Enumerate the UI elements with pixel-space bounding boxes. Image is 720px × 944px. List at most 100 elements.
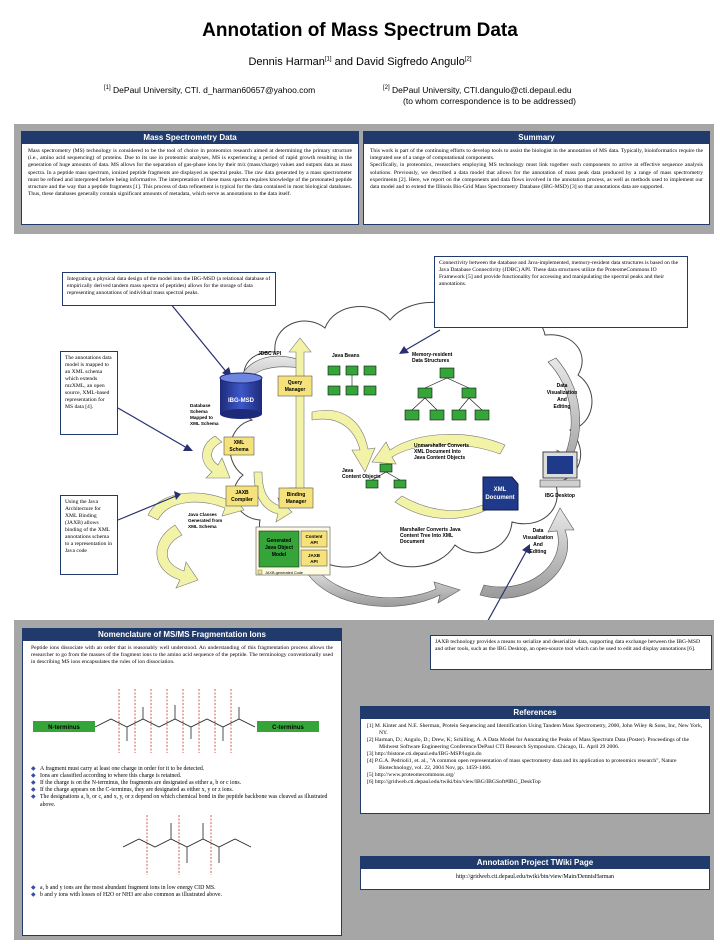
panel-text: Mass spectrometry (MS) technology is con… <box>28 148 352 198</box>
svg-text:IBG Desktop: IBG Desktop <box>545 493 575 499</box>
affiliation-1: [1] DePaul University, CTI. d_harman6065… <box>104 84 316 95</box>
unmarshaller-arrow <box>371 434 506 465</box>
mass-spectrometry-panel: Mass Spectrometry Data Mass spectrometry… <box>21 131 359 225</box>
note-jaxb-technology: JAXB technology provides a means to seri… <box>430 635 712 670</box>
svg-text:XML: XML <box>234 440 245 446</box>
twiki-panel: Annotation Project TWiki Page http://gri… <box>360 856 710 890</box>
svg-text:API: API <box>310 559 318 564</box>
schema-arrow <box>202 435 231 479</box>
pointer-jaxb-tech <box>487 549 528 620</box>
svg-text:Visualization: Visualization <box>547 390 577 396</box>
panel-heading: Annotation Project TWiki Page <box>361 857 709 869</box>
author-2: and David Sigfredo Angulo <box>331 56 465 68</box>
panel-heading: Mass Spectrometry Data <box>22 132 358 144</box>
svg-text:XML: XML <box>494 487 507 493</box>
label-content-2: Content Objects <box>342 474 381 480</box>
svg-text:Java Object: Java Object <box>265 545 293 551</box>
authors: Dennis Harman[1] and David Sigfredo Angu… <box>0 56 720 68</box>
label-marshaller-3: Document <box>400 539 425 545</box>
reference-link[interactable]: [3] http://bistone.cti.depaul.edu/IBG-MS… <box>367 751 482 757</box>
svg-text:Manager: Manager <box>286 499 307 505</box>
svg-text:JAXB: JAXB <box>308 553 321 558</box>
panel-text: This work is part of the continuing effo… <box>370 148 703 191</box>
svg-text:Binding: Binding <box>287 492 306 498</box>
list-item: [1] M. Kinter and N.E. Sherman, Protein … <box>367 723 703 736</box>
pointer-connectivity-head <box>399 346 409 354</box>
affiliation-2: [2] DePaul University, CTI.dangulo@cti.d… <box>383 84 576 106</box>
label-memory-2: Data Structures <box>412 358 449 364</box>
author-2-ref: [2] <box>464 56 472 63</box>
list-item: If the charge appears on the C-terminus,… <box>31 787 333 794</box>
svg-text:And: And <box>557 397 567 403</box>
svg-text:And: And <box>533 542 543 548</box>
jaxb-compiler-arrow <box>156 524 199 589</box>
svg-text:JAXB-generated Code: JAXB-generated Code <box>265 571 303 575</box>
label-classes-1: Java Classes <box>188 512 217 517</box>
query-arrow <box>311 410 376 473</box>
panel-heading: Nomenclature of MS/MS Fragmentation Ions <box>23 629 341 641</box>
list-item: The designations a, b, or c, and x, y, o… <box>31 794 333 808</box>
pointer-jaxb-arch <box>117 495 177 521</box>
pointer-jaxb-tech-head <box>522 544 530 554</box>
list-item: Ions are classified according to where t… <box>31 773 333 780</box>
list-item: [2] Harman, D.; Angulo, D.; Drew, K; Sch… <box>367 737 689 750</box>
label-jdbc-api: JDBC API <box>258 351 282 357</box>
label-marshaller-2: Content Tree Into XML <box>400 533 453 539</box>
svg-text:Editing: Editing <box>554 404 571 410</box>
c-terminus-label: C-terminus <box>272 725 304 731</box>
n-terminus-label: N-terminus <box>48 725 80 731</box>
svg-text:Query: Query <box>288 380 303 386</box>
desktop-computer-icon: IBG Desktop <box>539 451 581 499</box>
pointer-jaxb-arch-head <box>174 491 181 500</box>
list-item: If the charge is on the N-terminus, the … <box>31 780 333 787</box>
reference-list: [1] M. Kinter and N.E. Sherman, Protein … <box>361 719 709 790</box>
note-annotations: The annotations data model is mapped to … <box>60 351 118 435</box>
jaxb-compiler-box: JAXB Compiler <box>225 485 259 507</box>
label-schema-3: Mapped to <box>190 415 213 420</box>
panel-heading: Summary <box>364 132 709 144</box>
svg-text:Data: Data <box>533 528 544 534</box>
generated-model-group: Generated Java Object Model Content API … <box>255 526 331 576</box>
svg-text:Editing: Editing <box>530 549 547 555</box>
xml-document-icon: XML Document <box>482 476 519 511</box>
label-classes-2: Generated from <box>188 518 222 523</box>
ion-losses-figure <box>122 814 252 875</box>
java-beans-tree <box>327 365 377 396</box>
poster-title: Annotation of Mass Spectrum Data <box>202 20 518 41</box>
svg-text:Visualization: Visualization <box>523 535 553 541</box>
memory-data-structures-tree <box>404 367 490 421</box>
label-unmarshaller-3: Java Content Objects <box>414 455 465 461</box>
svg-text:Manager: Manager <box>285 387 306 393</box>
twiki-link[interactable]: http://gridweb.cti.depaul.edu/twiki/bin/… <box>455 874 615 880</box>
reference-link[interactable]: [6] http://gridweb.cti.depaul.edu/twiki/… <box>367 779 541 785</box>
pointer-connectivity <box>403 329 441 352</box>
list-item[interactable]: [3] http://bistone.cti.depaul.edu/IBG-MS… <box>367 751 703 758</box>
reference-link[interactable]: [5] http://www.proteomecommons.org/ <box>367 772 455 778</box>
label-schema-1: Database <box>190 403 211 408</box>
java-classes-arrow <box>147 491 245 521</box>
architecture-diagram: IBG-MSD Query Manager XML Schema JAXB <box>117 301 593 620</box>
list-item[interactable]: [5] http://www.proteomecommons.org/ <box>367 772 703 779</box>
author-1-ref: [1] <box>324 56 332 63</box>
note-integrating: Integrating a physical data design of th… <box>62 272 276 306</box>
query-manager-box: Query Manager <box>277 375 313 397</box>
note-connectivity: Connectivity between the database and Ja… <box>434 256 688 328</box>
peptide-backbone-figure: N-terminus C-terminus <box>33 688 319 753</box>
label-unmarshaller-1: Unmarshaller Converts <box>414 443 469 449</box>
label-java-beans: Java Beans <box>332 353 360 359</box>
list-item[interactable]: [6] http://gridweb.cti.depaul.edu/twiki/… <box>367 779 703 786</box>
svg-text:IBG-MSD: IBG-MSD <box>228 398 255 404</box>
svg-text:JAXB: JAXB <box>235 490 249 496</box>
panel-heading: References <box>361 707 709 719</box>
list-item: A fragment must carry at least one charg… <box>31 766 333 773</box>
svg-text:Content: Content <box>306 534 323 539</box>
pointer-annotations <box>117 407 188 449</box>
label-schema-4: XML Schema <box>190 421 219 426</box>
list-item: a, b and y ions are the most abundant fr… <box>31 885 333 892</box>
binding-manager-box: Binding Manager <box>278 487 314 509</box>
list-item: [4] P.G.A. Pedrioli1, et. al., "A common… <box>367 758 677 771</box>
label-classes-3: XML Schema <box>188 524 217 529</box>
label-content-1: Java <box>342 468 353 474</box>
xml-schema-box: XML Schema <box>223 436 255 456</box>
desktop-arrow-bottom <box>479 507 575 599</box>
